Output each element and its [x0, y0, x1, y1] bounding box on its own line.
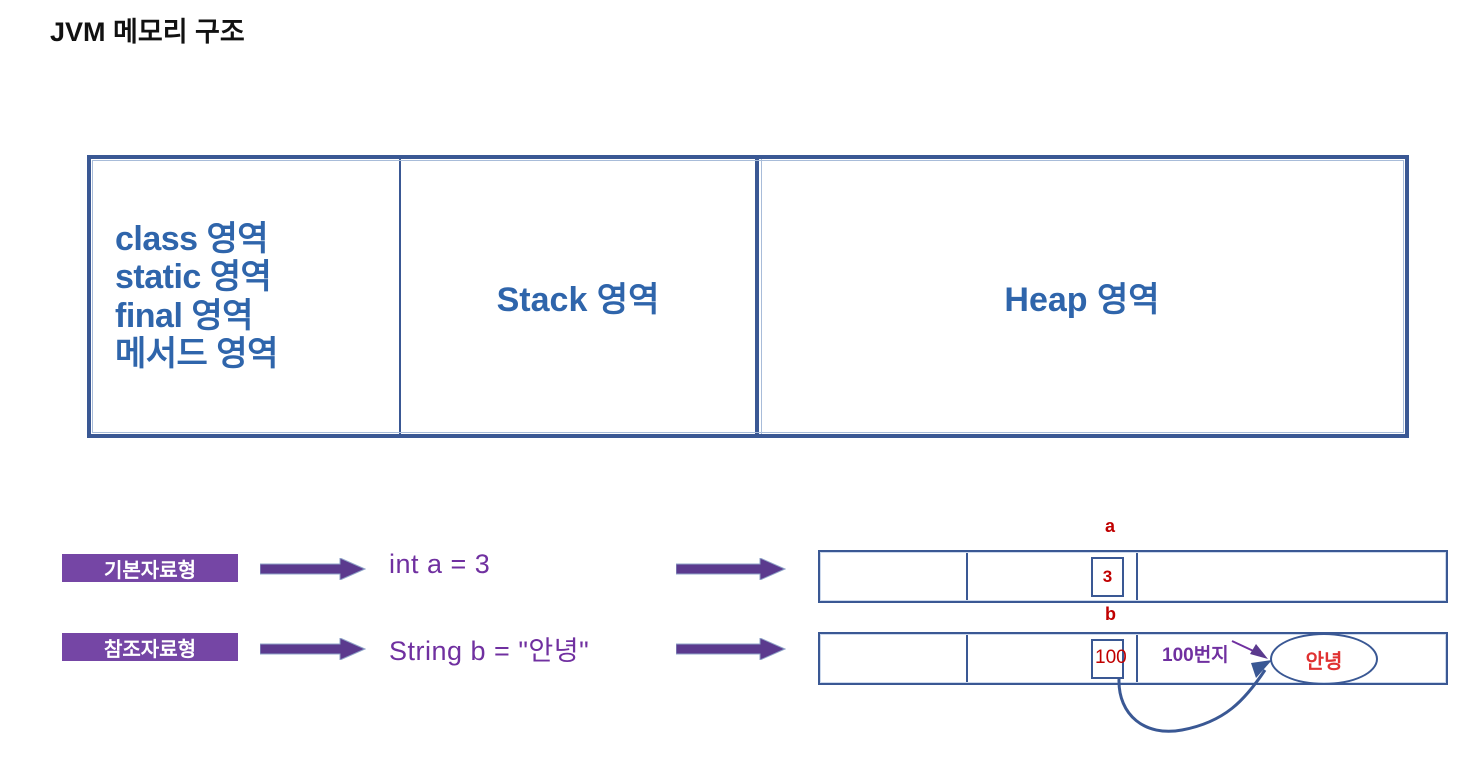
- slot-cell-empty-left-2: [820, 634, 968, 683]
- heap-object-ellipse: 안녕: [1270, 633, 1378, 685]
- value-box-a: 3: [1091, 556, 1124, 597]
- method-area-line-1: class 영역: [115, 220, 269, 259]
- stack-area-label: Stack 영역: [496, 281, 660, 319]
- slot-cell-empty-left-1: [820, 552, 968, 601]
- method-area-lines: class 영역 static 영역 final 영역 메서드 영역: [91, 220, 399, 372]
- arrow-code-to-slot-reference: [676, 638, 786, 660]
- code-reference: String b = "안녕": [389, 636, 590, 666]
- method-area-line-3: final 영역: [115, 296, 253, 335]
- slot-cell-value-1: 3: [968, 552, 1138, 601]
- method-area-line-2: static 영역: [115, 258, 272, 297]
- var-label-b: b: [1105, 604, 1116, 624]
- memory-cell-method-area: class 영역 static 영역 final 영역 메서드 영역: [91, 159, 401, 434]
- slot-cell-value-2: 100: [968, 634, 1138, 683]
- slot-cell-heap-1: [1138, 552, 1446, 601]
- value-box-b-text: 100: [1095, 646, 1127, 668]
- memory-cell-stack-area: Stack 영역: [401, 159, 759, 434]
- var-label-a: a: [1105, 516, 1116, 536]
- page-title: JVM 메모리 구조: [50, 17, 245, 47]
- code-primitive: int a = 3: [389, 549, 491, 579]
- value-box-b: 100: [1091, 638, 1127, 679]
- arrow-code-to-slot-primitive: [676, 558, 786, 580]
- badge-reference-type: 참조자료형: [62, 633, 238, 661]
- memory-cell-heap-area: Heap 영역: [759, 159, 1405, 434]
- stack-slot-row-primitive: 3: [818, 550, 1448, 603]
- method-area-line-4: 메서드 영역: [115, 334, 278, 373]
- heap-address-label: 100번지: [1162, 645, 1229, 666]
- arrow-reference-to-code: [260, 638, 366, 660]
- badge-primitive-type: 기본자료형: [62, 554, 238, 582]
- memory-structure-table: class 영역 static 영역 final 영역 메서드 영역 Stack…: [87, 155, 1409, 438]
- heap-area-label: Heap 영역: [1004, 281, 1160, 319]
- arrow-primitive-to-code: [260, 558, 366, 580]
